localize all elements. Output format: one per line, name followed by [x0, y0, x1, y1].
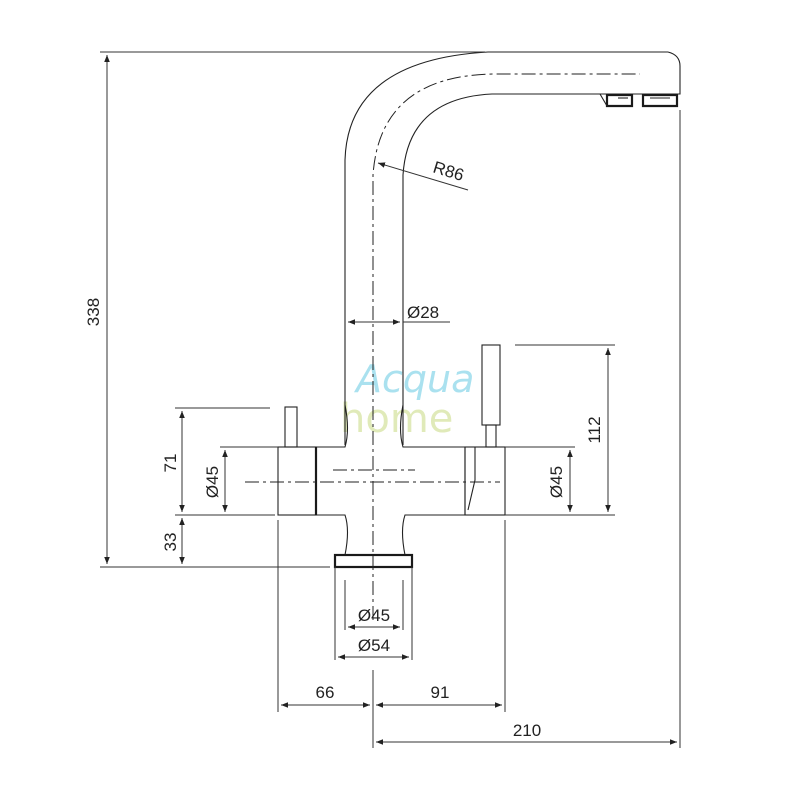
watermark-line1: Acqua	[353, 357, 474, 401]
spout-head	[600, 51, 681, 95]
label-left-height: 71	[161, 454, 180, 473]
right-lever	[481, 344, 501, 426]
label-base-inner-diameter: Ø45	[358, 606, 390, 625]
cross-body	[315, 404, 466, 556]
label-reach: 210	[513, 721, 541, 740]
right-lever-stem	[485, 424, 497, 448]
label-left-offset: 66	[316, 683, 335, 702]
nozzle-right	[641, 93, 679, 108]
faucet-outline	[277, 51, 681, 569]
label-right-offset: 91	[431, 683, 450, 702]
label-body-diameter: Ø28	[407, 303, 439, 322]
spout-inner-edge	[402, 93, 600, 445]
nozzle-left	[605, 93, 634, 108]
dimension-labels: 338 R86 Ø28 112 71 Ø45 Ø45 33 Ø45 Ø54 66…	[84, 158, 604, 740]
dimension-lines	[100, 51, 681, 748]
watermark-line2: home	[340, 396, 453, 442]
label-base-height: 33	[161, 533, 180, 552]
label-base-outer-diameter: Ø54	[358, 636, 390, 655]
right-cylinder	[464, 446, 506, 516]
label-handle-height: 112	[585, 416, 604, 443]
label-right-diameter: Ø45	[547, 466, 566, 498]
spout-outer-edge	[344, 51, 668, 445]
label-total-height: 338	[84, 298, 103, 326]
center-lines	[245, 73, 640, 620]
left-cylinder	[277, 446, 317, 516]
watermark-logo: Acqua home	[340, 357, 474, 442]
left-lever	[284, 406, 298, 448]
label-left-diameter: Ø45	[203, 466, 222, 498]
